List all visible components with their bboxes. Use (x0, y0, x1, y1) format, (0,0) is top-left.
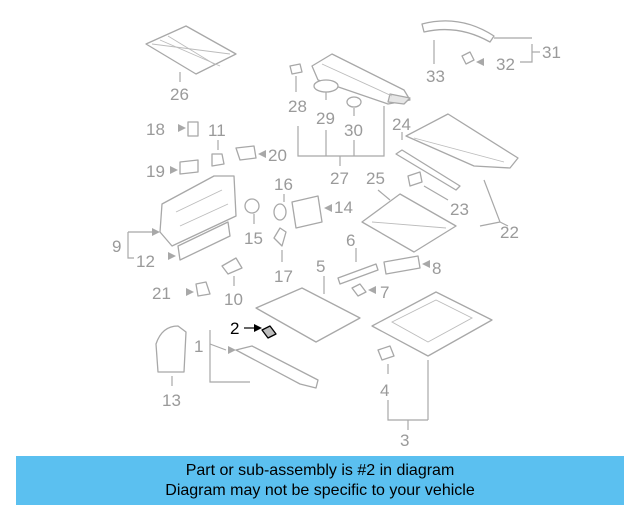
part-2-clip-highlighted (244, 324, 277, 339)
callout-32: 32 (496, 55, 515, 74)
callout-14: 14 (334, 198, 353, 217)
callout-23: 23 (450, 200, 469, 219)
callout-9: 9 (112, 237, 121, 256)
callout-8: 8 (432, 259, 441, 278)
info-banner: Part or sub-assembly is #2 in diagram Di… (16, 456, 624, 505)
part-15-hook (244, 198, 260, 224)
callout-10: 10 (224, 290, 243, 309)
callout-6: 6 (346, 231, 355, 250)
part-17-hook (273, 227, 287, 262)
part-29-cover (313, 79, 339, 100)
callout-16: 16 (274, 175, 293, 194)
leader-22 (479, 179, 509, 227)
part-7-bolt (351, 283, 376, 297)
callout-12: 12 (136, 252, 155, 271)
callout-24: 24 (392, 115, 411, 134)
part-9-side-trim (152, 175, 237, 247)
callout-31: 31 (542, 43, 561, 62)
callout-3: 3 (400, 431, 409, 450)
part-8-handle (383, 255, 430, 275)
part-5-floor-mat (255, 276, 361, 343)
callout-19: 19 (146, 162, 165, 181)
part-18-switch (178, 121, 199, 137)
callout-2: 2 (230, 319, 239, 338)
callout-30: 30 (344, 121, 363, 140)
banner-line-2: Diagram may not be specific to your vehi… (165, 481, 475, 499)
callout-26: 26 (170, 85, 189, 104)
part-19-plate (170, 159, 199, 175)
part-3-trunk-floor (371, 291, 493, 420)
callout-5: 5 (316, 257, 325, 276)
callout-13: 13 (162, 391, 181, 410)
part-20-lamp (235, 145, 266, 161)
part-14-panel (291, 195, 332, 229)
leader-31 (494, 37, 540, 63)
callout-21: 21 (152, 284, 171, 303)
part-21-clip (186, 281, 211, 297)
callout-25: 25 (366, 169, 385, 188)
callout-22: 22 (500, 223, 519, 242)
part-28-clip (289, 63, 303, 92)
part-23-strip (395, 149, 461, 201)
callout-11: 11 (208, 121, 226, 140)
part-30-grommet (346, 96, 362, 116)
part-16-bracket (273, 194, 287, 221)
callout-18: 18 (146, 120, 165, 139)
part-10-strap (221, 257, 243, 286)
part-12-panel (168, 221, 231, 261)
callout-1: 1 (194, 337, 203, 356)
leader-9 (127, 231, 152, 259)
part-13-panel (155, 325, 187, 386)
callout-7: 7 (380, 283, 389, 302)
callout-29: 29 (316, 109, 335, 128)
part-11-bracket (211, 140, 225, 167)
part-27-shelf (311, 53, 411, 105)
part-33-trim (421, 20, 495, 64)
part-24-trim-bar (401, 113, 519, 169)
leader-27 (297, 106, 385, 166)
callout-4: 4 (380, 381, 389, 400)
part-1-sill-trim (209, 330, 319, 389)
banner-line-1: Part or sub-assembly is #2 in diagram (185, 461, 455, 479)
callout-15: 15 (244, 229, 263, 248)
part-6-rail (337, 248, 379, 285)
part-32-clip (461, 51, 484, 66)
callout-28: 28 (288, 97, 307, 116)
callout-20: 20 (268, 146, 287, 165)
part-4-bracket (377, 345, 395, 374)
leader-3 (387, 400, 428, 430)
callout-17: 17 (274, 267, 293, 286)
part-26-cargo-cover (145, 25, 237, 82)
callout-27: 27 (330, 169, 349, 188)
callout-33: 33 (426, 67, 445, 86)
part-25-floor-board (361, 189, 457, 253)
